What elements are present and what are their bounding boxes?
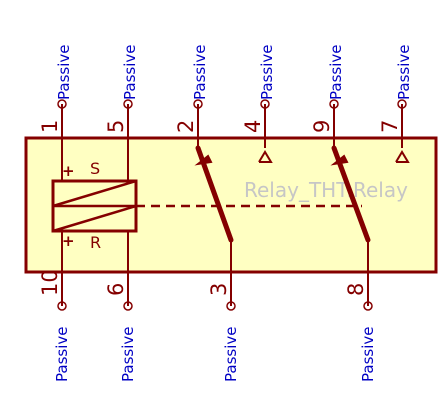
pin-3-number: 3 [207, 283, 231, 296]
pin-5-terminal[interactable] [123, 99, 133, 109]
pin-5-type-label: Passive [121, 45, 139, 100]
coil-set-label: S [90, 159, 100, 178]
coil-diagonal-top [52, 179, 137, 208]
switch-2-arrow [330, 154, 349, 166]
pin-6-number: 6 [104, 283, 128, 296]
switch-1-no-contact [258, 150, 273, 163]
pin-9-terminal[interactable] [329, 99, 339, 109]
pin-2-number: 2 [174, 120, 198, 133]
pin-7-terminal[interactable] [397, 99, 407, 109]
pin-8-type-label: Passive [359, 327, 377, 382]
coil-reset-label: R [90, 233, 101, 252]
coil-diagonal-bottom [52, 204, 137, 233]
switch-2-no-contact [395, 150, 410, 163]
pin-5-number: 5 [104, 120, 128, 133]
coil-plus-top: + [62, 162, 75, 180]
pin-2-terminal[interactable] [193, 99, 203, 109]
switch-contact-1 [194, 145, 273, 243]
pin-10-number: 10 [38, 269, 62, 296]
pin-10-terminal[interactable] [57, 301, 67, 311]
pin-1-terminal[interactable] [57, 99, 67, 109]
pin-6-type-label: Passive [119, 327, 137, 382]
pin-10-type-label: Passive [53, 327, 71, 382]
pin-3-terminal[interactable] [226, 301, 236, 311]
pin-7-number: 7 [378, 120, 402, 133]
pin-9-type-label: Passive [327, 45, 345, 100]
pin-2-type-label: Passive [191, 45, 209, 100]
reference-label: Relay_THT:Relay [244, 178, 408, 202]
pin-4-terminal[interactable] [260, 99, 270, 109]
pin-8-number: 8 [344, 283, 368, 296]
pin-1-number: 1 [38, 120, 62, 133]
pin-9-number: 9 [310, 120, 334, 133]
pin-6-terminal[interactable] [123, 301, 133, 311]
switch-contact-2 [330, 145, 410, 243]
pin-1-type-label: Passive [55, 45, 73, 100]
pin-4-number: 4 [241, 120, 265, 133]
pin-4-type-label: Passive [258, 45, 276, 100]
coil-plus-bottom: + [62, 232, 75, 250]
pin-8-terminal[interactable] [363, 301, 373, 311]
pin-3-type-label: Passive [222, 327, 240, 382]
pin-7-type-label: Passive [395, 45, 413, 100]
switch-1-arrow [194, 154, 213, 166]
